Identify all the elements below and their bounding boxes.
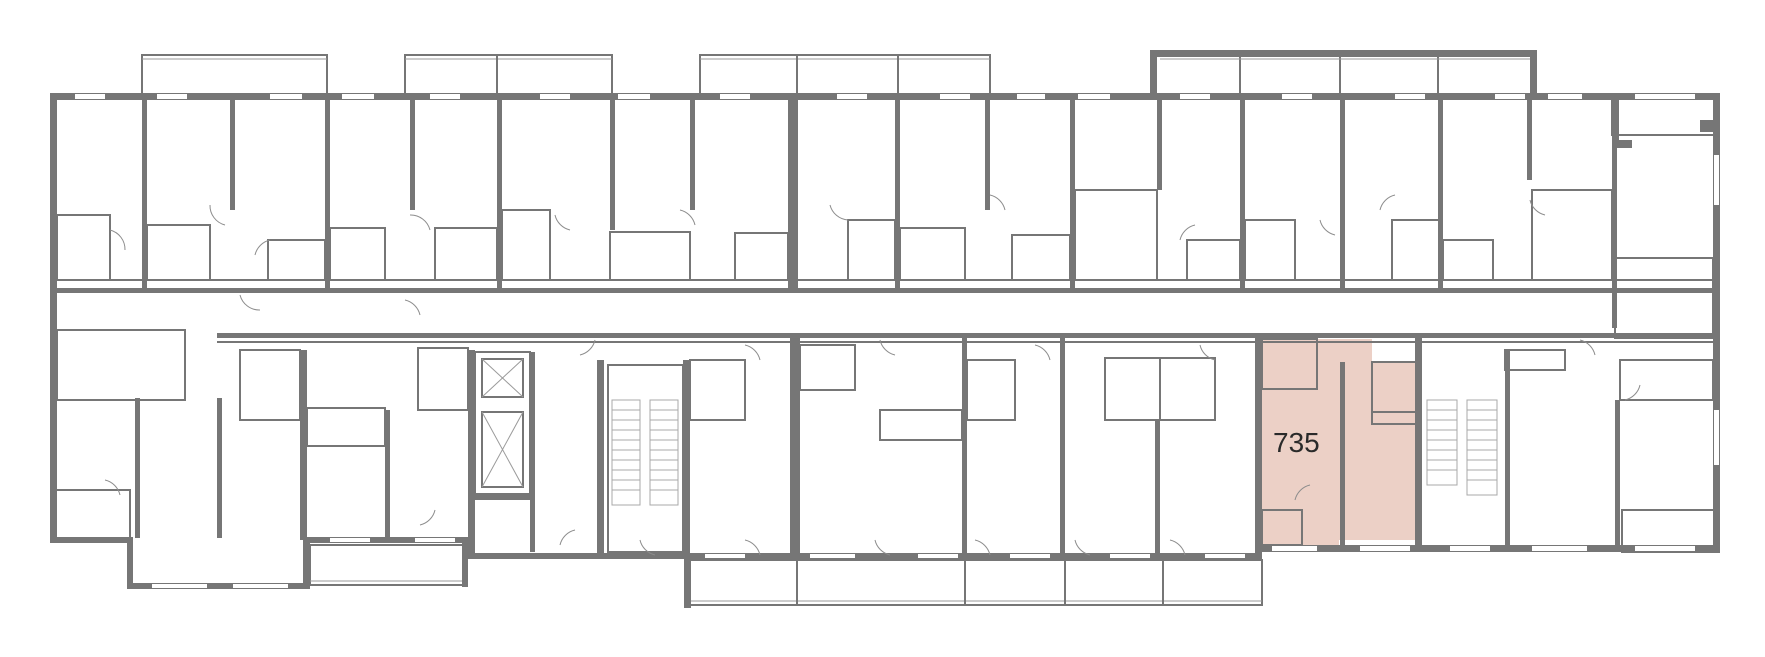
- windows: [75, 94, 1719, 588]
- exterior-walls: [50, 50, 1720, 608]
- unit-735[interactable]: [1262, 339, 1417, 550]
- unit-number-label: 735: [1273, 427, 1320, 458]
- interior-walls-bottom: [56, 329, 1714, 556]
- stair-flights-left: [611, 399, 679, 506]
- corridor-walls: [57, 279, 1713, 343]
- stair-core: [474, 351, 1498, 553]
- door-swings: [104, 194, 1641, 556]
- interior-walls-top: [56, 100, 1714, 339]
- stair-flights-right: [1426, 399, 1498, 496]
- unit-735-fill: [1262, 339, 1417, 550]
